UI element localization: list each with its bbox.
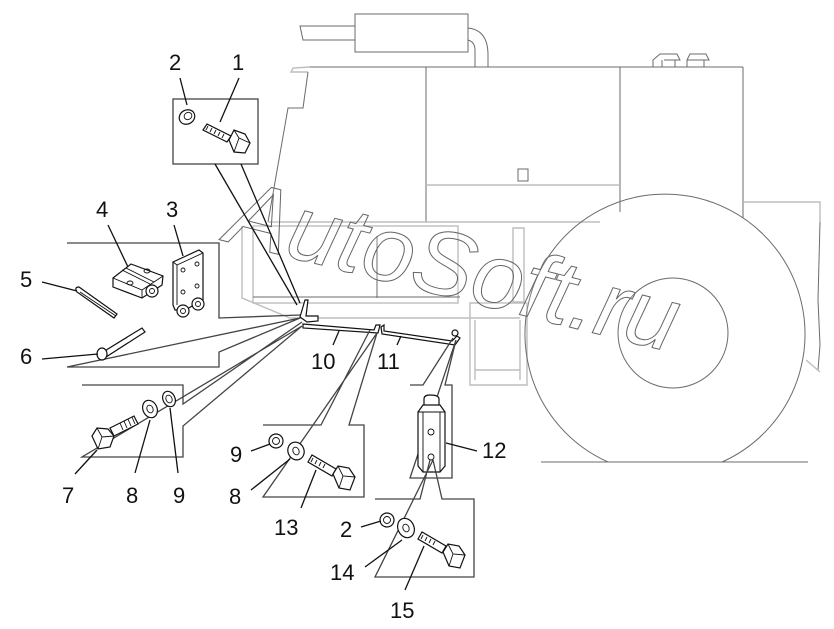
exhaust-muffler: [299, 13, 489, 67]
callout-9: 9: [173, 483, 185, 508]
callout-8: 8: [126, 483, 138, 508]
rear-wheel: [524, 193, 808, 463]
link-rod-10: [299, 299, 381, 334]
callout-15: 15: [390, 598, 414, 623]
hinge-bracket-icon: [172, 249, 205, 318]
lower-body: [241, 225, 528, 386]
callout-11: 11: [377, 349, 400, 374]
cotter-pin-icon: [75, 286, 118, 319]
bolt-icon: [91, 415, 139, 450]
callout-10: 10: [311, 349, 335, 374]
callout-12: 12: [482, 438, 506, 463]
spring-washer-icon: [268, 433, 284, 449]
callout-8b: 8: [229, 484, 241, 509]
callout-13: 13: [274, 515, 298, 540]
callout-2: 2: [169, 50, 181, 75]
pin-icon: [96, 327, 146, 361]
bolt-icon: [417, 531, 466, 569]
flat-washer-icon: [287, 441, 305, 461]
spring-washer-icon: [178, 109, 196, 125]
callout-5: 5: [20, 267, 32, 292]
tractor-outline: [241, 13, 821, 463]
fender: [743, 201, 821, 373]
bolt-icon: [202, 123, 251, 154]
hex-spacer-icon: [417, 394, 446, 473]
detail-box-3-6: [66, 242, 301, 368]
detail-box-2-14-15: [373, 458, 475, 578]
callout-9b: 9: [230, 442, 242, 467]
hood: [267, 53, 744, 223]
detail-box-12: [409, 337, 457, 479]
detail-box-9-8-13: [261, 329, 378, 498]
callout-7: 7: [62, 483, 74, 508]
detail-box-7-9: [79, 321, 303, 458]
callout-1: 1: [232, 50, 244, 75]
detail-box-1-2: [172, 98, 301, 306]
callout-4: 4: [96, 197, 108, 222]
flat-washer-icon: [142, 399, 158, 419]
callout-3: 3: [166, 197, 178, 222]
bolt-icon: [307, 454, 356, 491]
callout-2b: 2: [340, 517, 352, 542]
callout-14: 14: [330, 560, 354, 585]
spring-washer-icon: [161, 390, 177, 408]
hinge-plate-icon: [112, 263, 164, 299]
flat-washer-icon: [397, 517, 415, 539]
link-rod-11: [380, 323, 461, 346]
spring-washer-icon: [379, 512, 395, 528]
callout-6: 6: [20, 344, 32, 369]
